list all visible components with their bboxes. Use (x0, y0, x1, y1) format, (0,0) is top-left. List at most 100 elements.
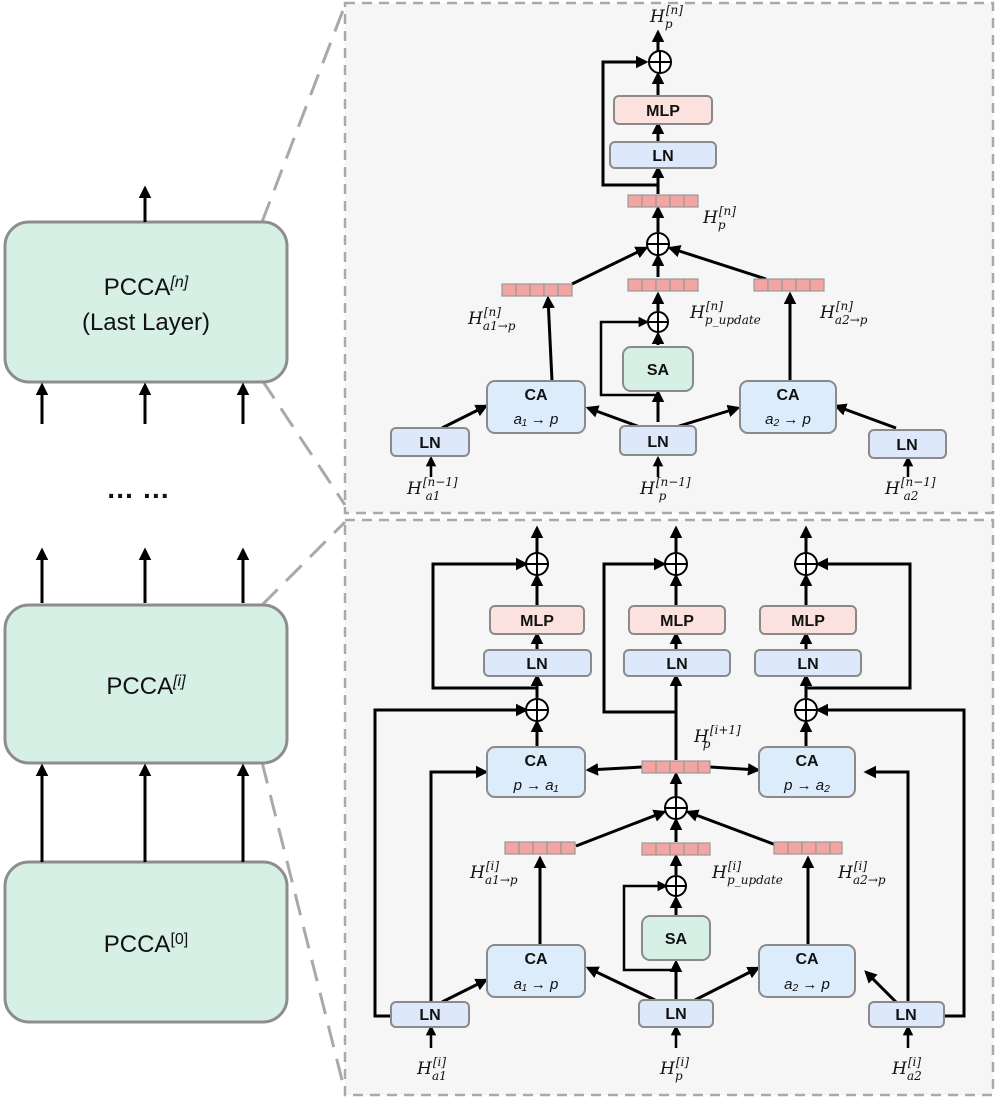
pcca-0-title: PCCA[0] (104, 931, 188, 958)
bottom-plus-right-mid (794, 698, 818, 722)
top-label-in-a1: H[n−1]a1 (406, 475, 458, 503)
bottom-ca-p-to-a1 (486, 746, 586, 798)
bottom-panel-graph: LN LN LN CA a₁ → p CA a₂ → p SA CA p → a… (373, 525, 966, 1083)
bottom-vector-a2p (773, 841, 843, 855)
bottom-ca-p-a1-sub: p → a₁ (513, 777, 559, 794)
top-plus-output (648, 50, 672, 74)
top-panel-graph: LN LN LN CA a₁ → p CA a₂ → p SA LN MLP H… (390, 3, 947, 503)
bottom-ln-p (638, 999, 714, 1028)
top-vector-a1p (501, 283, 573, 297)
bottom-left-mlp (489, 605, 585, 635)
bottom-right-ln (754, 649, 862, 677)
pcca-last-layer-subtitle: (Last Layer) (82, 309, 210, 336)
top-mlp-block (613, 95, 713, 125)
bottom-center-mlp (628, 605, 726, 635)
bottom-right-ln-label: LN (797, 656, 818, 673)
bottom-sa-label: SA (665, 931, 688, 948)
bottom-vector-pupdate (641, 842, 711, 856)
zoom-line-top-lower (260, 379, 347, 506)
bottom-left-mlp-label: MLP (520, 613, 554, 630)
layer-ellipsis: … … (106, 473, 170, 504)
left-stack-arrows (35, 185, 250, 862)
top-label-a2p: H[n]a2→p (819, 299, 868, 327)
top-panel-arrows (425, 29, 914, 477)
top-label-a1p: H[n]a1→p (467, 305, 516, 333)
bottom-ca-a2-to-p (758, 944, 856, 998)
bottom-center-mlp-label: MLP (660, 613, 694, 630)
top-sa-block (622, 346, 694, 392)
bottom-plus-sa-residual (665, 875, 687, 897)
top-ln-a2-label: LN (896, 437, 917, 454)
bottom-plus-left-mid (525, 698, 549, 722)
bottom-center-ln-label: LN (666, 656, 687, 673)
bottom-label-a1p: H[i]a1→p (469, 859, 518, 887)
bottom-ln-a2 (868, 1001, 945, 1028)
bottom-ca-p-to-a2 (758, 746, 856, 798)
bottom-ca-a1-sub: a₁ → p (514, 976, 559, 993)
bottom-vector-next (641, 760, 711, 774)
top-plus-merge (646, 232, 670, 256)
bottom-vector-a1p (504, 841, 576, 855)
bottom-plus-merge (664, 796, 688, 820)
bottom-ca-a1-label: CA (524, 951, 548, 968)
bottom-ca-a2-label: CA (795, 951, 819, 968)
bottom-label-in-a1: H[i]a1 (416, 1055, 447, 1083)
bottom-sa-block (641, 915, 711, 961)
top-label-hp: H[n]p (702, 204, 736, 232)
pcca-i-title: PCCA[i] (106, 673, 186, 700)
top-vector-pupdate (627, 278, 699, 292)
top-ca-a2-to-p (739, 380, 837, 434)
top-ln-a2 (868, 429, 947, 459)
pcca-i-block (3, 603, 289, 765)
top-mlp-label: MLP (646, 103, 680, 120)
bottom-plus-center-out (664, 552, 688, 576)
top-sa-label: SA (647, 362, 670, 379)
bottom-right-mlp (759, 605, 857, 635)
top-ca-a2-label: CA (776, 387, 800, 404)
bottom-ln-p-label: LN (665, 1006, 686, 1023)
top-vector-hp (627, 194, 699, 208)
top-ln-out-label: LN (652, 148, 673, 165)
top-ca-a1-label: CA (524, 387, 548, 404)
pcca-last-layer-title: PCCA[n] (104, 274, 189, 301)
bottom-left-ln (483, 649, 592, 677)
pcca-last-layer-block (3, 220, 289, 384)
bottom-ln-a1-label: LN (419, 1007, 440, 1024)
top-ca-a2-sub: a₂ → p (765, 411, 811, 428)
bottom-label-next: H[i+1]p (693, 723, 741, 751)
bottom-panel-arrows (373, 525, 966, 1048)
top-label-in-p: H[n−1]p (639, 475, 691, 503)
top-ln-a1-label: LN (419, 435, 440, 452)
bottom-label-in-p: H[i]p (659, 1055, 689, 1083)
bottom-left-ln-label: LN (526, 656, 547, 673)
top-plus-sa-residual (647, 311, 669, 333)
top-vector-a2p (753, 278, 825, 292)
top-ca-a1-sub: a₁ → p (514, 411, 559, 428)
bottom-label-pupdate: H[i]p_update (711, 859, 783, 887)
bottom-right-mlp-label: MLP (791, 613, 825, 630)
bottom-ca-p-a1-label: CA (524, 753, 548, 770)
bottom-ca-p-a2-sub: p → a₂ (783, 777, 830, 794)
top-label-pupdate: H[n]p_update (689, 299, 761, 327)
bottom-ca-p-a2-label: CA (795, 753, 819, 770)
top-ln-a1 (390, 427, 470, 457)
bottom-ca-a1-to-p (486, 944, 586, 998)
zoom-line-bottom-lower (260, 761, 347, 1093)
top-ln-p-label: LN (647, 434, 668, 451)
top-ln-out (609, 141, 717, 169)
zoom-line-bottom-upper (260, 520, 347, 607)
top-label-in-a2: H[n−1]a2 (884, 475, 936, 503)
top-label-out: H[n]p (649, 3, 683, 31)
bottom-ln-a1 (390, 1001, 470, 1028)
zoom-line-top-upper (260, 4, 347, 223)
bottom-label-a2p: H[i]a2→p (837, 859, 886, 887)
bottom-plus-left-out (525, 552, 549, 576)
bottom-ln-a2-label: LN (895, 1007, 916, 1024)
top-ca-a1-to-p (486, 380, 586, 434)
bottom-plus-right-out (794, 552, 818, 576)
bottom-ca-a2-sub: a₂ → p (784, 976, 830, 993)
top-ln-p (619, 425, 697, 456)
bottom-center-ln (623, 649, 731, 677)
